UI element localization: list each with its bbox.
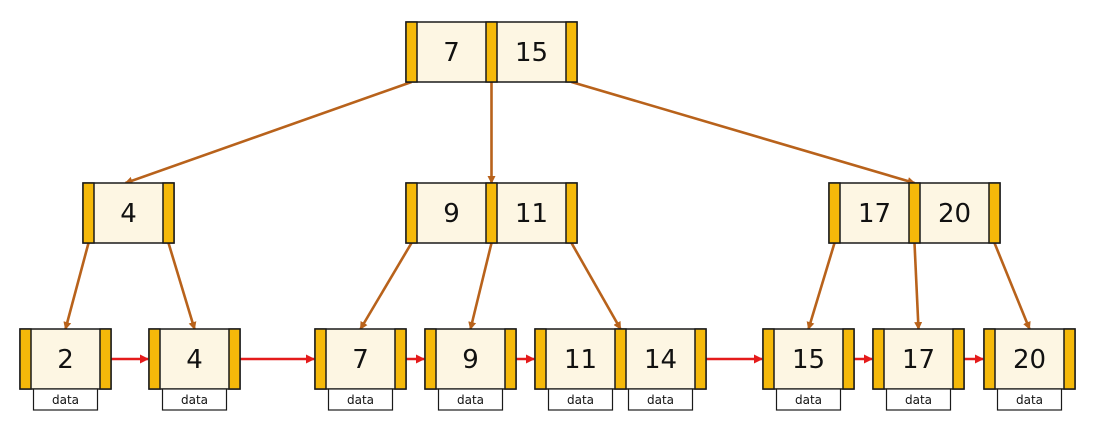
pointer-slot bbox=[504, 328, 517, 390]
leaf-node-4: 9 data bbox=[424, 328, 517, 411]
pointer-slot bbox=[983, 328, 996, 390]
tree-edge bbox=[993, 242, 1031, 330]
node-key: 7 bbox=[443, 38, 460, 68]
leaf-node-2: 4 data bbox=[148, 328, 241, 411]
pointer-slot bbox=[614, 328, 627, 390]
pointer-slot bbox=[828, 182, 841, 244]
node-body bbox=[314, 328, 407, 390]
node-key: 7 bbox=[352, 345, 369, 375]
data-box bbox=[327, 388, 394, 411]
data-box bbox=[627, 388, 694, 411]
pointer-slot bbox=[565, 182, 578, 244]
node-key: 20 bbox=[938, 199, 971, 229]
pointer-slot bbox=[1063, 328, 1076, 390]
tree-edge bbox=[167, 242, 197, 330]
data-label: data bbox=[52, 393, 79, 407]
leaf-node-1: 2 data bbox=[19, 328, 112, 411]
pointer-slot bbox=[952, 328, 965, 390]
pointer-slot bbox=[82, 182, 95, 244]
node-key: 11 bbox=[515, 199, 548, 229]
node-key: 2 bbox=[57, 345, 74, 375]
tree-edges bbox=[63, 80, 1031, 330]
data-label: data bbox=[647, 393, 674, 407]
leaf-node-7: 17 data bbox=[872, 328, 965, 411]
pointer-slot bbox=[762, 328, 775, 390]
data-label: data bbox=[905, 393, 932, 407]
node-key: 17 bbox=[858, 199, 891, 229]
pointer-slot bbox=[842, 328, 855, 390]
data-box bbox=[161, 388, 228, 411]
pointer-slot bbox=[405, 182, 418, 244]
data-box bbox=[885, 388, 952, 411]
pointer-slot bbox=[394, 328, 407, 390]
data-label: data bbox=[347, 393, 374, 407]
node-body bbox=[424, 328, 517, 390]
data-label: data bbox=[1016, 393, 1043, 407]
pointer-slot bbox=[424, 328, 437, 390]
pointer-slot bbox=[99, 328, 112, 390]
node-body bbox=[762, 328, 855, 390]
tree-edge bbox=[359, 242, 413, 330]
pointer-slot bbox=[565, 21, 578, 83]
node-key: 4 bbox=[186, 345, 203, 375]
node-key: 17 bbox=[902, 345, 935, 375]
pointer-slot bbox=[162, 182, 175, 244]
tree-edge bbox=[63, 242, 90, 330]
node-key: 20 bbox=[1013, 345, 1046, 375]
tree-edge bbox=[468, 242, 493, 330]
node-key: 9 bbox=[443, 199, 460, 229]
node-body bbox=[82, 182, 175, 244]
internal-node-1: 4 bbox=[82, 182, 175, 244]
tree-edge bbox=[570, 242, 622, 330]
pointer-slot bbox=[988, 182, 1001, 244]
pointer-slot bbox=[314, 328, 327, 390]
pointer-slot bbox=[485, 21, 498, 83]
data-box bbox=[775, 388, 842, 411]
pointer-slot bbox=[148, 328, 161, 390]
pointer-slot bbox=[19, 328, 32, 390]
pointer-slot bbox=[485, 182, 498, 244]
node-key: 9 bbox=[462, 345, 479, 375]
tree-edge bbox=[124, 80, 412, 185]
node-body bbox=[983, 328, 1076, 390]
pointer-slot bbox=[534, 328, 547, 390]
node-key: 14 bbox=[644, 345, 677, 375]
leaf-node-3: 7 data bbox=[314, 328, 407, 411]
data-box bbox=[32, 388, 99, 411]
data-label: data bbox=[181, 393, 208, 407]
node-key: 11 bbox=[564, 345, 597, 375]
internal-node-2: 9 11 bbox=[405, 182, 578, 244]
pointer-slot bbox=[405, 21, 418, 83]
node-key: 4 bbox=[120, 199, 137, 229]
tree-edge bbox=[571, 80, 916, 185]
tree-edge bbox=[913, 242, 923, 330]
pointer-slot bbox=[228, 328, 241, 390]
node-body bbox=[872, 328, 965, 390]
leaf-node-8: 20 data bbox=[983, 328, 1076, 411]
data-box bbox=[547, 388, 614, 411]
data-box bbox=[996, 388, 1063, 411]
node-key: 15 bbox=[515, 38, 548, 68]
root-node: 7 15 bbox=[405, 21, 578, 83]
tree-edge bbox=[806, 242, 836, 330]
data-label: data bbox=[795, 393, 822, 407]
node-key: 15 bbox=[792, 345, 825, 375]
leaf-node-5: 11 data 14 data bbox=[534, 328, 707, 411]
data-box bbox=[437, 388, 504, 411]
pointer-slot bbox=[694, 328, 707, 390]
data-label: data bbox=[567, 393, 594, 407]
pointer-slot bbox=[908, 182, 921, 244]
data-label: data bbox=[457, 393, 484, 407]
pointer-slot bbox=[872, 328, 885, 390]
leaf-node-6: 15 data bbox=[762, 328, 855, 411]
